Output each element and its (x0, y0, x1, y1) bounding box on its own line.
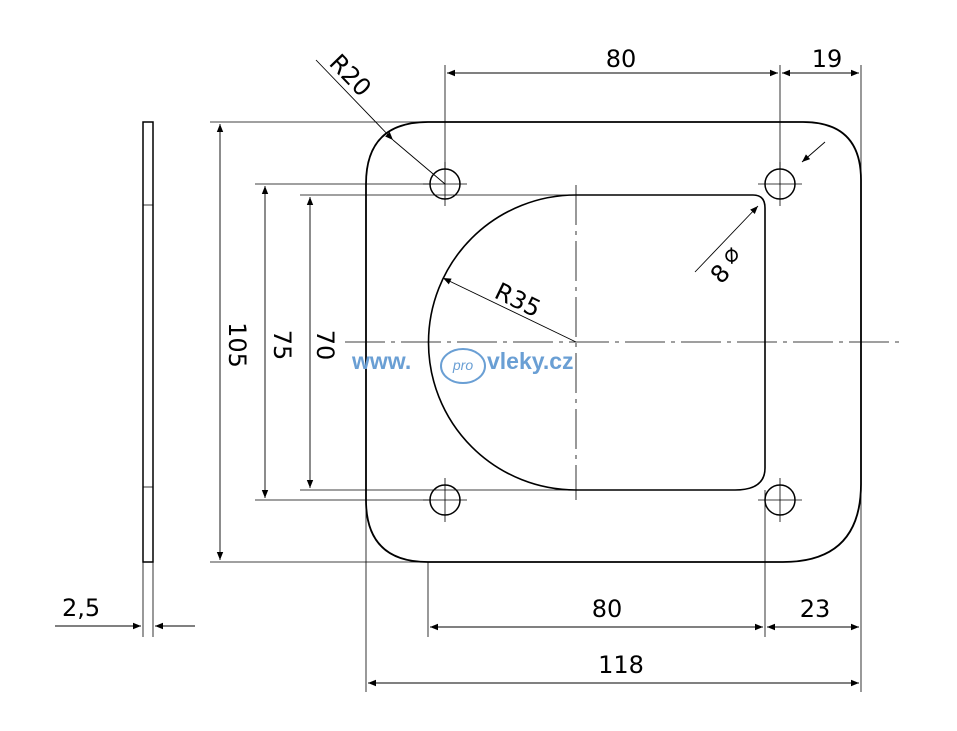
vertical-dimensions (216, 124, 314, 560)
width-overall-label: 118 (598, 651, 644, 679)
height-overall-label: 105 (223, 322, 251, 368)
height-cutout-label: 70 (311, 330, 339, 361)
cutout-radius-label: R35 (490, 277, 545, 323)
plate-outline (365, 121, 862, 563)
radius-leaders (315, 59, 577, 343)
bottom-hole-spacing-label: 80 (592, 595, 623, 623)
hole-diameter-leader (694, 141, 826, 273)
bottom-edge-offset-label: 23 (800, 595, 831, 623)
watermark-suffix: vleky.cz (487, 348, 574, 374)
center-lines (345, 185, 900, 500)
top-edge-offset-label: 19 (812, 45, 843, 73)
watermark: www. pro vleky.cz (351, 348, 574, 384)
side-view (55, 121, 195, 637)
thickness-label: 2,5 (62, 594, 100, 622)
bottom-dimensions (368, 623, 859, 687)
watermark-badge: pro (452, 357, 473, 373)
cutout-outline (427, 194, 766, 491)
watermark-prefix: www. (351, 348, 411, 374)
watermark-badge-oval (440, 348, 486, 384)
corner-radius-label: R20 (324, 49, 377, 102)
top-hole-spacing-label: 80 (606, 45, 637, 73)
extension-lines (210, 65, 862, 692)
height-holes-label: 75 (268, 330, 296, 361)
